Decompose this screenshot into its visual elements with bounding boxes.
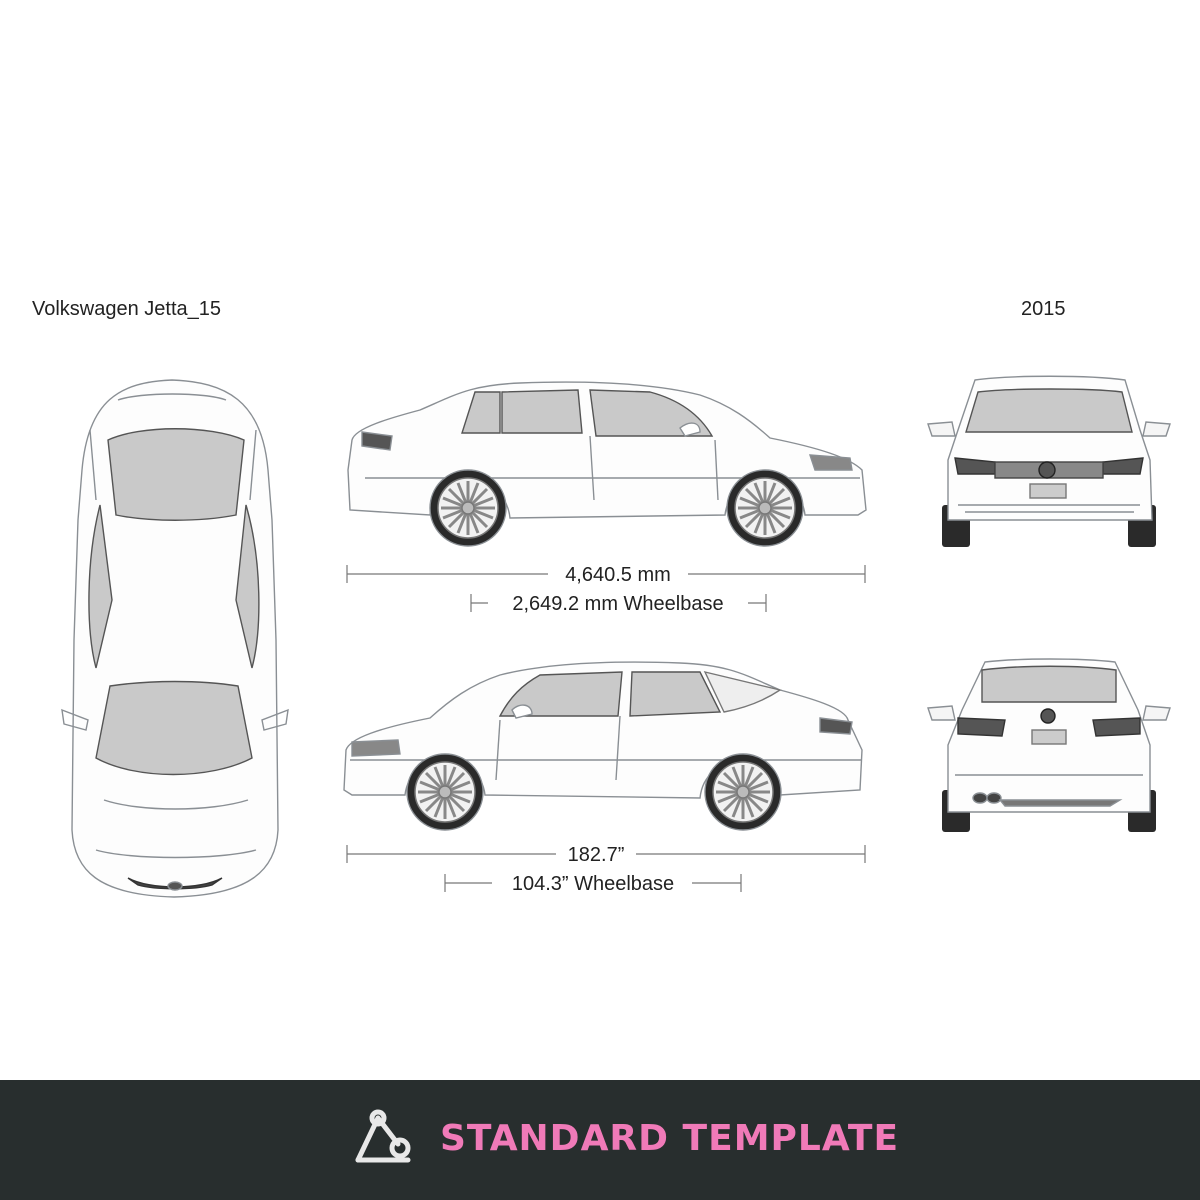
side-front-door-glass [589,389,714,437]
top-left-side-glass [88,504,113,669]
top-rear-window [107,428,245,521]
top-windshield [95,680,253,776]
rear-taillights [957,717,1006,737]
top-front-grille [127,877,223,890]
rear-window [981,665,1117,703]
network-nodes-icon [355,1109,411,1163]
imperial-wheelbase-label: 104.3” Wheelbase [512,873,674,895]
metric-length-label: 4,640.5 mm [565,564,671,586]
side-view-car-left [343,661,863,832]
side-rear-window [461,391,501,434]
model-year: 2015 [1021,298,1066,320]
front-view-car [927,375,1171,547]
footer-banner [0,1080,1200,1200]
imperial-length-label: 182.7” [568,844,625,866]
vehicle-title: Volkswagen Jetta_15 [32,298,222,320]
top-right-side-glass [235,504,260,669]
top-view-car [61,379,289,898]
side-rear-door-glass [501,389,583,434]
side-view-car-right [347,381,867,548]
side2-rear-door-glass [629,671,722,717]
side2-front-door-glass [498,671,623,717]
dimension-lines [346,565,866,892]
vehicle-template-drawing: 4,640.5 mm 2,649.2 mm Wheelbase 182.7” 1… [61,375,1171,898]
footer-label: STANDARD TEMPLATE [440,1118,900,1159]
metric-wheelbase-label: 2,649.2 mm Wheelbase [512,593,723,615]
rear-view-car [927,658,1171,832]
front-windshield [965,388,1133,433]
